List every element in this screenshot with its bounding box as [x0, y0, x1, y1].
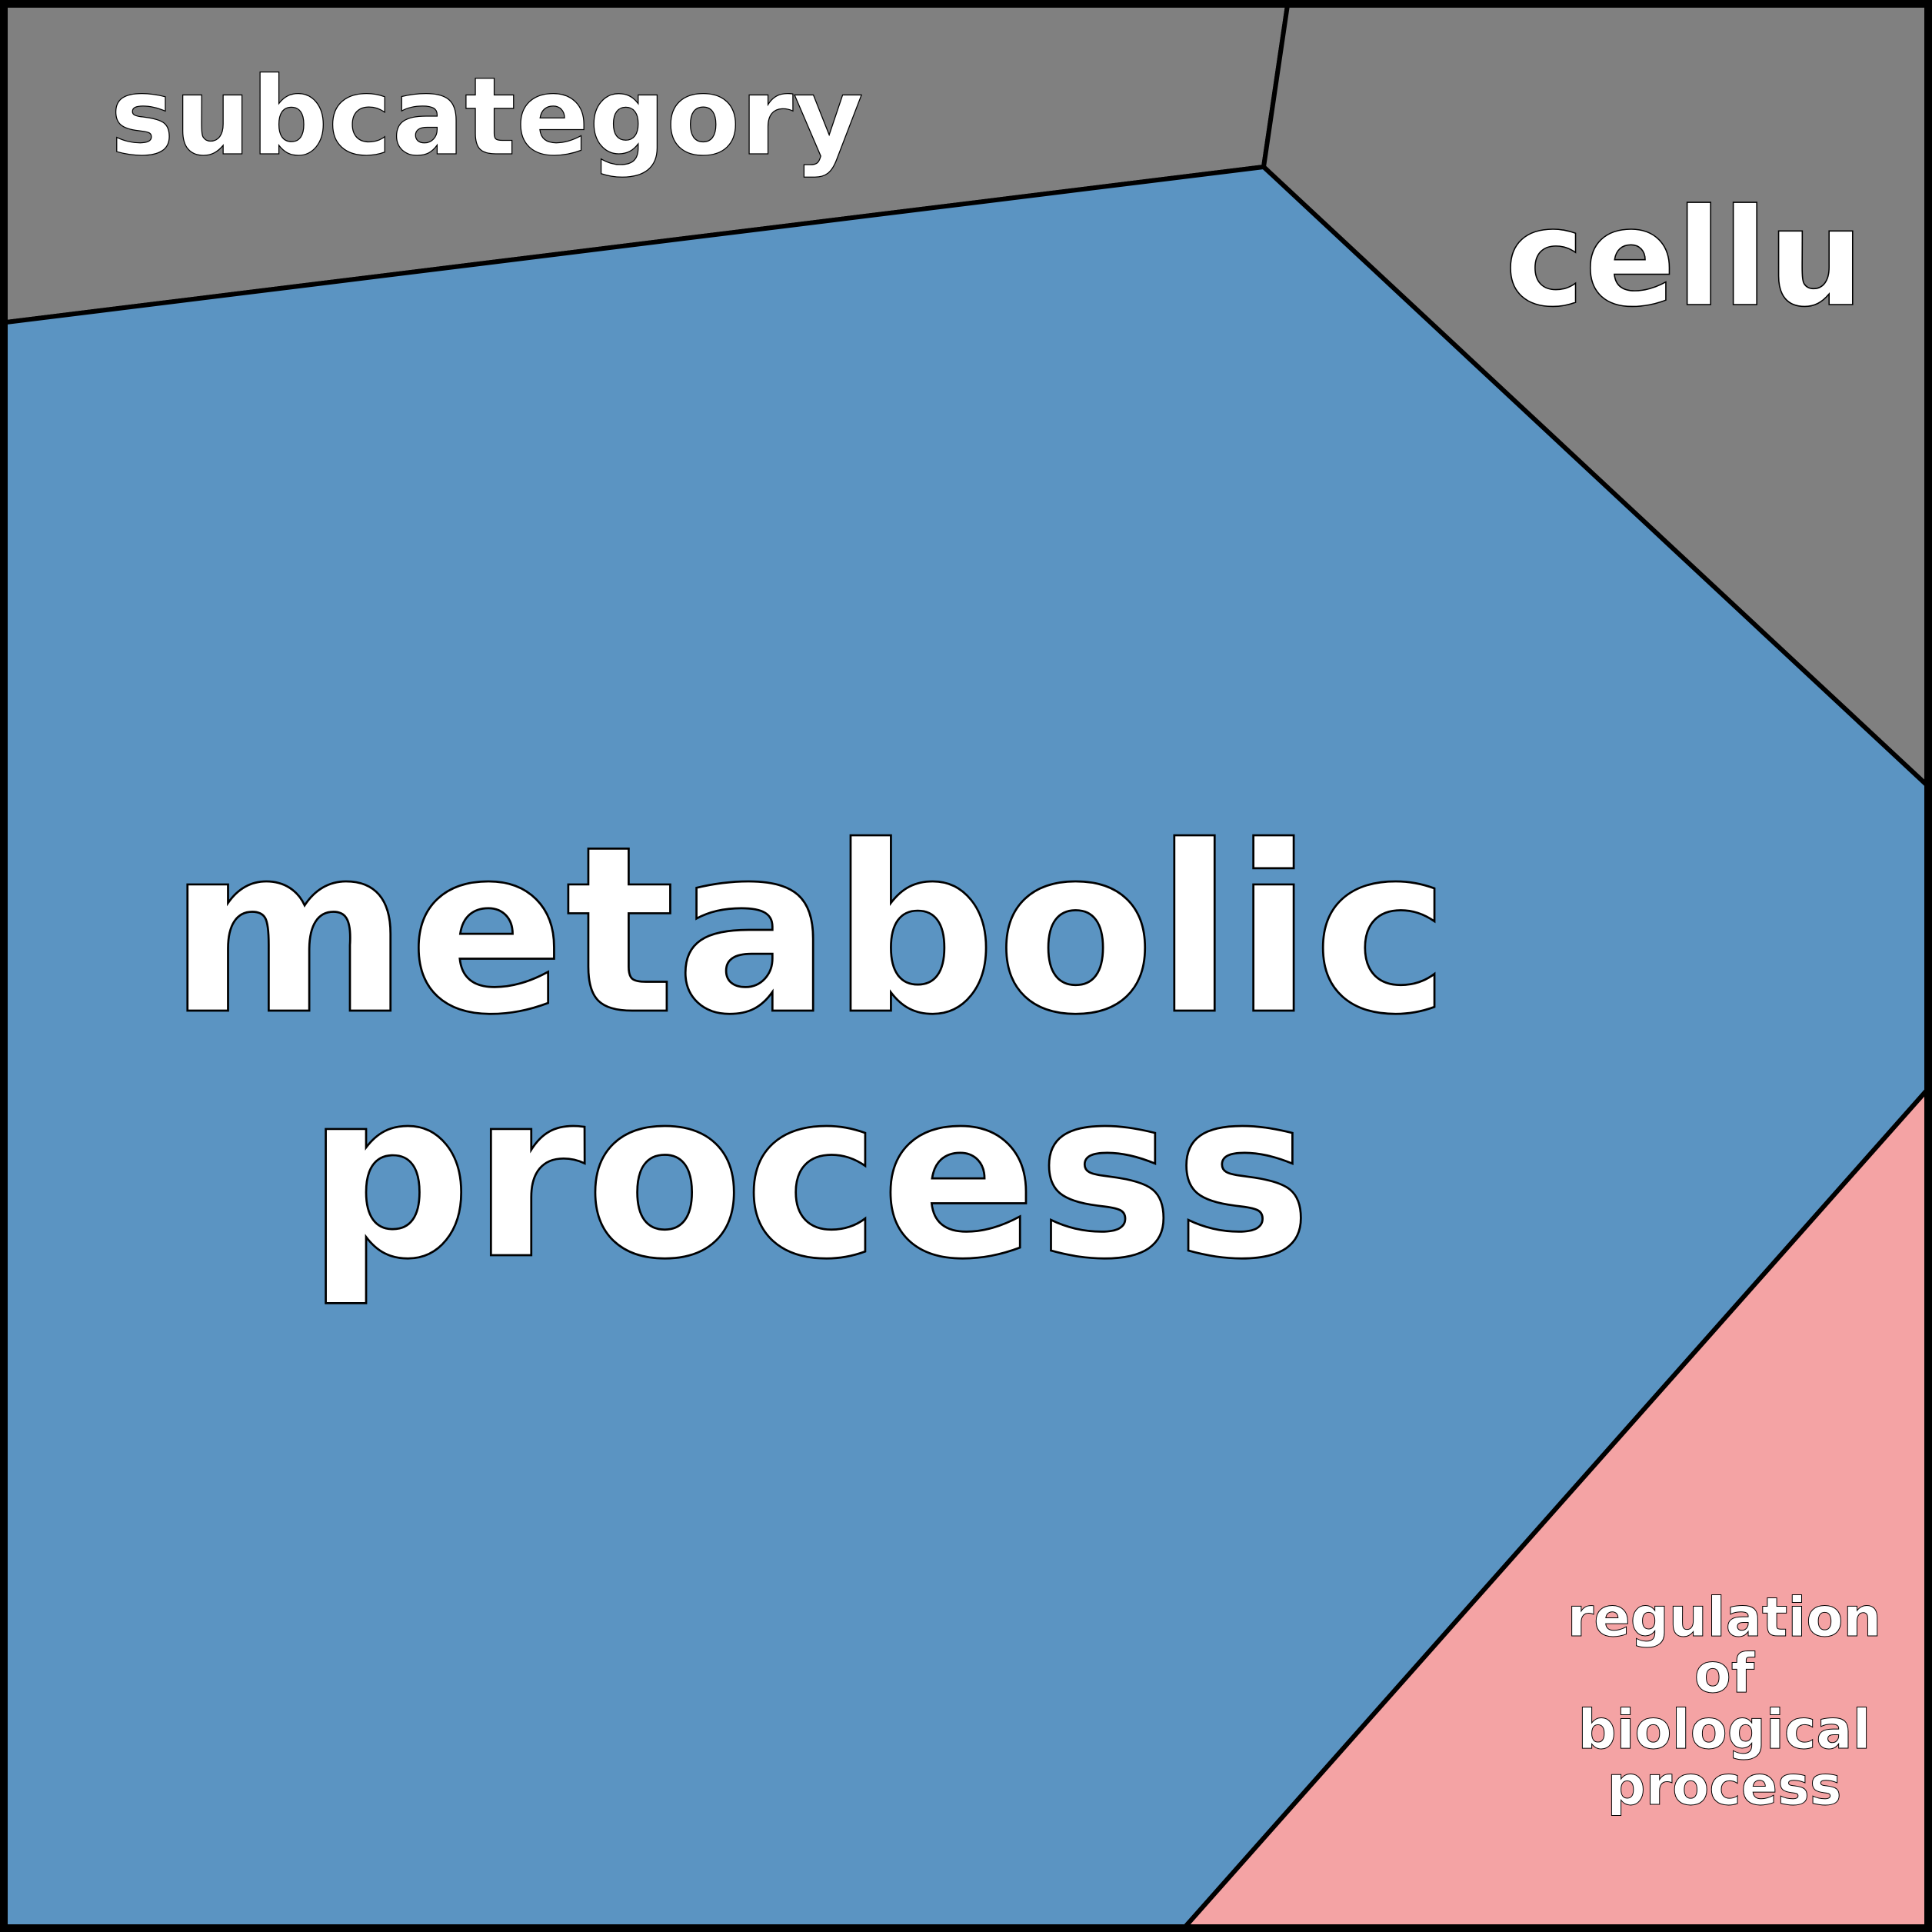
cell-metabolic-process [0, 165, 1932, 1932]
cell-label-line: regulation [1567, 1586, 1882, 1649]
cell-cellular [1261, 0, 1932, 792]
cell-label-subcategory: subcategory [110, 55, 863, 180]
cell-regulation-of-biological-process [1178, 1082, 1932, 1932]
cell-label-line: cellu [1505, 181, 1864, 337]
cell-label-line: process [1607, 1754, 1841, 1817]
cell-label-cellular: cellu [1505, 181, 1864, 337]
cell-label-line: process [306, 1041, 1311, 1310]
cell-label-line: metabolic [168, 797, 1450, 1065]
cell-label-line: biological [1577, 1698, 1870, 1761]
cell-label-line: of [1694, 1642, 1756, 1705]
cell-label-line: subcategory [110, 55, 863, 180]
